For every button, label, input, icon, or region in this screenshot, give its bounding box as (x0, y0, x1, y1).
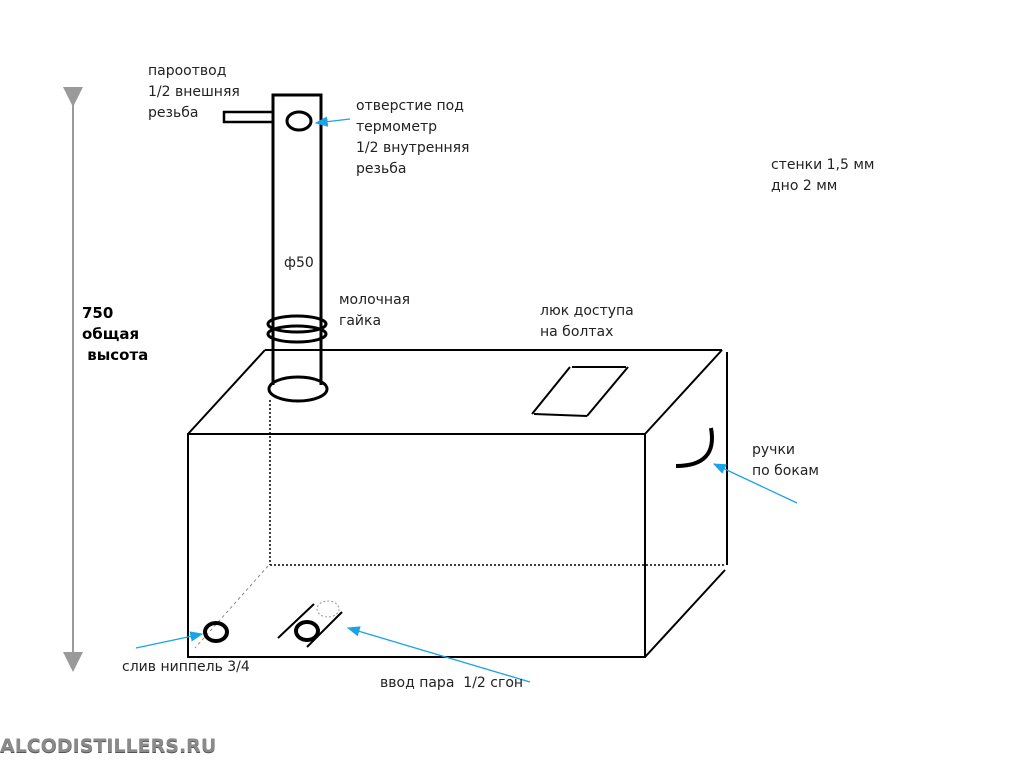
watermark-logo: ALCODISTILLERS.RU (0, 735, 217, 757)
thermometer-arrow (314, 116, 351, 127)
drain-arrow (135, 631, 204, 649)
handle (675, 427, 714, 468)
diameter-label: ф50 (284, 255, 314, 271)
drain-label: слив ниппель 3/4 (122, 659, 250, 675)
handle-arrow (712, 463, 798, 504)
access-hatch (531, 366, 629, 417)
tank (187, 349, 728, 658)
hidden-edges (269, 400, 725, 566)
drain-nipple (203, 621, 229, 643)
steam-inlet-label: ввод пара 1/2 сгон (380, 675, 524, 691)
column-pipe (222, 93, 329, 403)
steam-inlet (277, 600, 343, 648)
inlet-arrow (346, 626, 531, 683)
